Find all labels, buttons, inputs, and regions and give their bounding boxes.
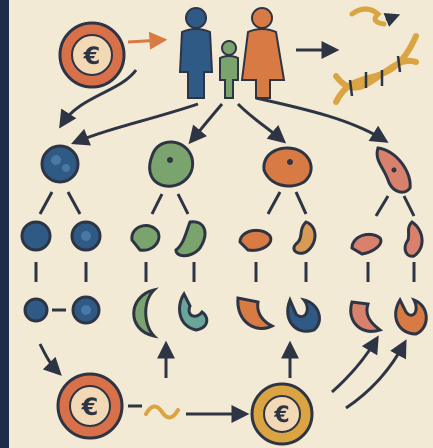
embryo-orange (264, 148, 311, 186)
stage2-green-a (132, 226, 159, 251)
coin-symbol-bottom-left: € (81, 393, 99, 421)
coin-symbol-bottom-right: € (273, 403, 289, 428)
embryo-blue (42, 146, 78, 182)
stage2-blue-a (22, 222, 50, 250)
left-border (0, 0, 9, 448)
euro-coin-icon: € (60, 23, 124, 87)
stage3-blue-b (73, 297, 99, 323)
coin-symbol: € (83, 42, 101, 70)
euro-coin-bottom-left-icon: € (58, 374, 122, 438)
euro-coin-bottom-right-icon: € (252, 384, 312, 444)
embryo-green (150, 142, 193, 186)
arrow-coin-to-family (128, 40, 162, 42)
stage2-orange-a (240, 230, 271, 250)
stage3-blue-a (25, 299, 47, 321)
stage2-blue-b (72, 222, 100, 250)
